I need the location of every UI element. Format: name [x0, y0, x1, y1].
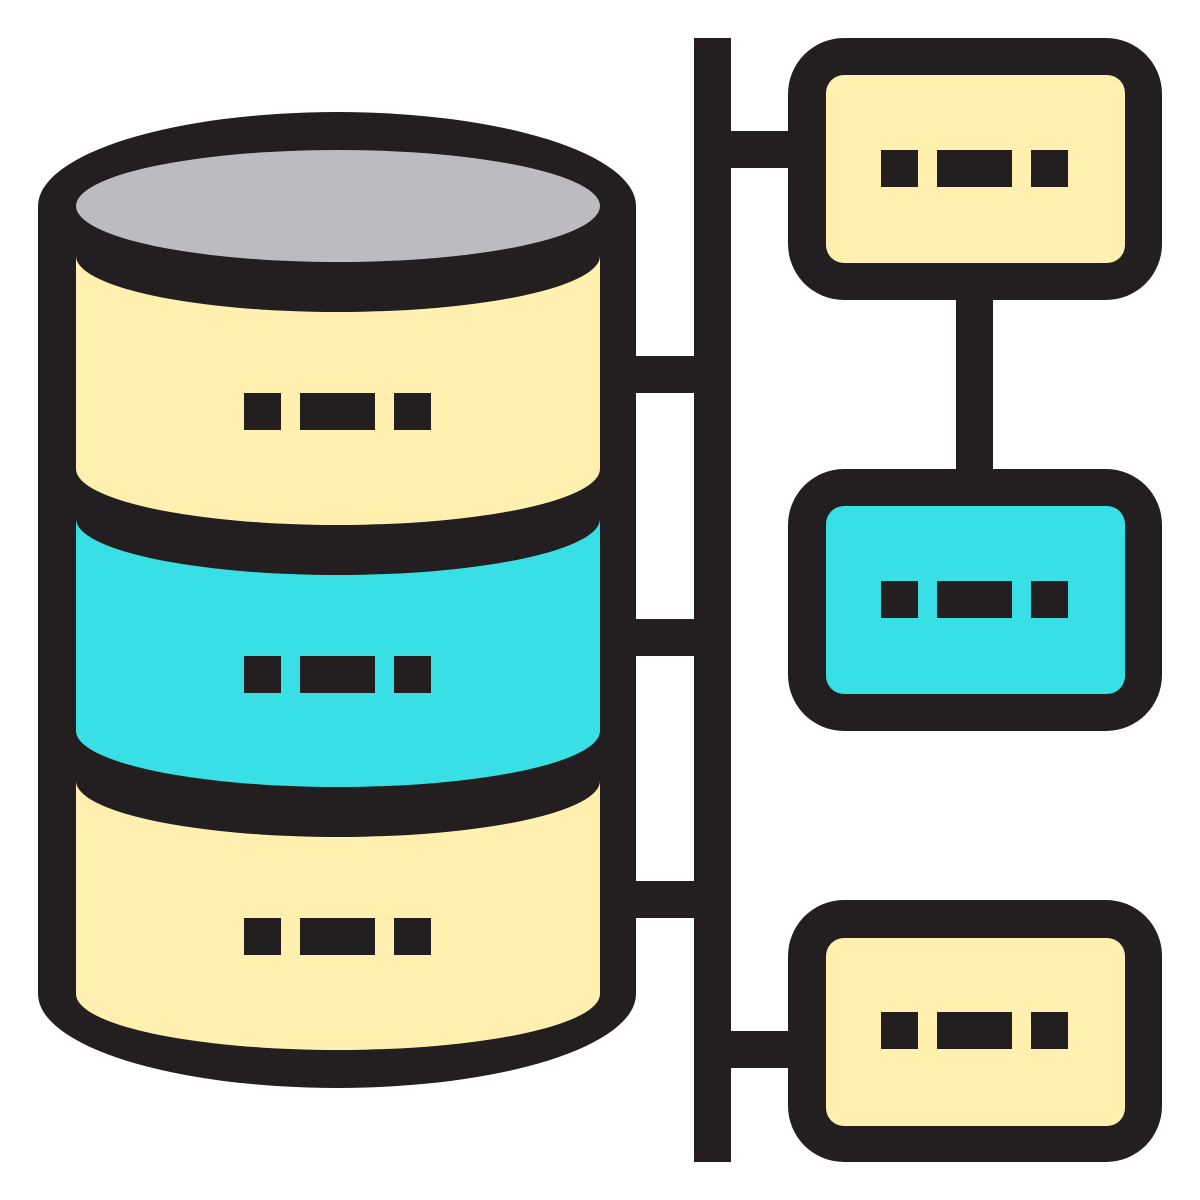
- vertical-bus: [694, 38, 731, 1162]
- node-bottom-indicator: [881, 1012, 1068, 1049]
- node-bottom: [788, 900, 1162, 1162]
- database-segment-top: [76, 256, 600, 525]
- connector-db-bottom: [630, 881, 700, 918]
- connector-node-top: [725, 131, 795, 168]
- network-connectors: [630, 38, 993, 1162]
- connector-db-middle: [630, 619, 700, 656]
- database-segment-bottom: [76, 781, 600, 1050]
- node-top-indicator: [881, 150, 1068, 187]
- connector-node-link: [956, 290, 993, 475]
- database-lid: [76, 150, 600, 262]
- node-middle-indicator: [881, 581, 1068, 618]
- database-cylinder: [38, 112, 636, 1088]
- connector-db-top: [630, 356, 700, 393]
- segment-middle-indicator: [244, 656, 431, 693]
- node-middle: [788, 469, 1162, 731]
- segment-top-indicator: [244, 393, 431, 430]
- segment-bottom-indicator: [244, 918, 431, 955]
- database-segment-middle: [76, 519, 600, 787]
- connector-node-bottom: [725, 1031, 795, 1068]
- node-top: [788, 38, 1162, 300]
